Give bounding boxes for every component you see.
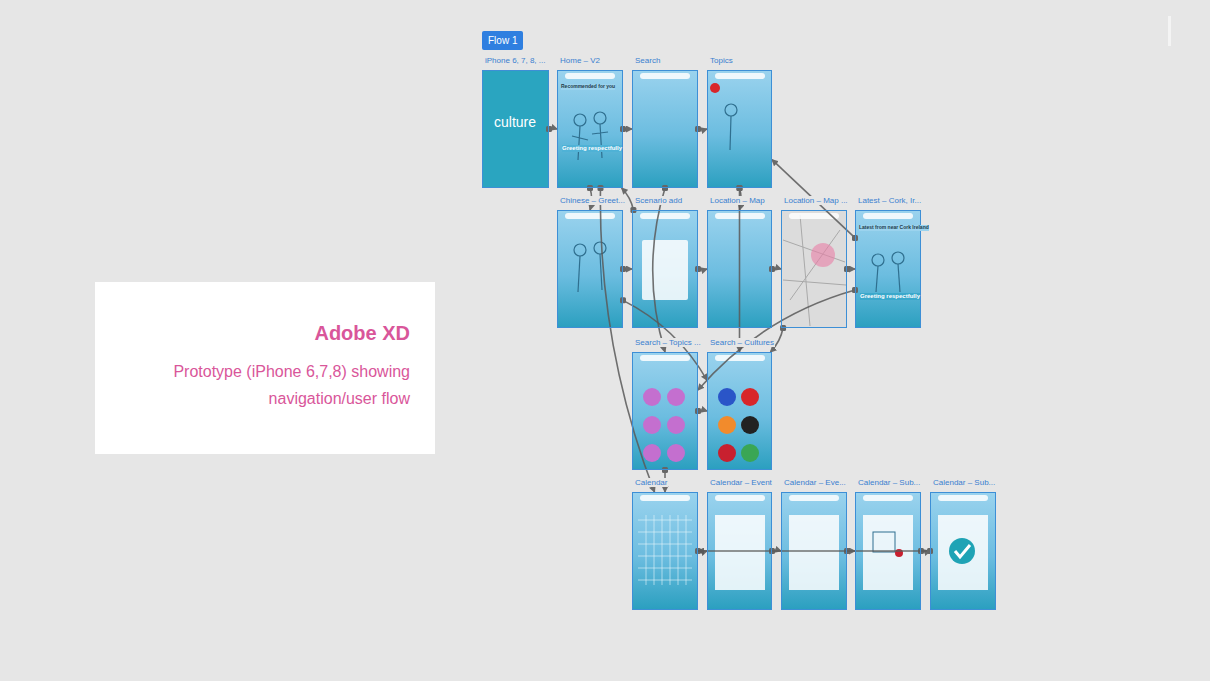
artboard-name: Search – Cultures <box>709 338 775 347</box>
wire-handle <box>546 126 552 132</box>
artboard-name: Topics <box>709 56 734 65</box>
artboard: Scenario add <box>632 210 698 328</box>
wire-handle <box>662 185 668 191</box>
panel-title: Adobe XD <box>314 322 410 345</box>
artboard-name: Calendar – Sub... <box>932 478 996 487</box>
screen-text: culture <box>494 114 536 130</box>
flow-wire <box>698 550 930 552</box>
artboard-name: Chinese – Greet... <box>559 196 626 205</box>
artboard-name: Scenario add <box>634 196 683 205</box>
artboard: Location – Map ... <box>781 210 847 328</box>
flow-wire <box>623 300 707 380</box>
panel-body: Prototype (iPhone 6,7,8) showing navigat… <box>170 358 410 412</box>
screen-text: Greeting respectfully <box>562 145 622 152</box>
artboard: iPhone 6, 7, 8, ...culture <box>482 70 549 188</box>
wire-handle <box>737 185 743 191</box>
artboard: Home – V2Recommended for youGreeting res… <box>557 70 623 188</box>
artboard-name: Calendar – Event <box>709 478 773 487</box>
artboard: Topics <box>707 70 772 188</box>
wire-handle <box>695 408 701 414</box>
wire-handle <box>662 467 668 473</box>
screen-text: Latest from near Cork Ireland <box>859 225 929 231</box>
artboard: Calendar – Sub... <box>930 492 996 610</box>
artboard: Chinese – Greet... <box>557 210 623 328</box>
wire-handle <box>620 266 626 272</box>
wire-handle <box>620 297 626 303</box>
artboard: Calendar – Eve... <box>781 492 847 610</box>
artboard-name: iPhone 6, 7, 8, ... <box>484 56 546 65</box>
wire-handle <box>695 266 701 272</box>
artboard-name: Search – Topics ... <box>634 338 702 347</box>
artboard: Search – Topics ... <box>632 352 698 470</box>
info-panel: Adobe XD Prototype (iPhone 6,7,8) showing… <box>95 282 435 454</box>
artboard-name: Search <box>634 56 661 65</box>
wire-handle <box>620 126 626 132</box>
artboard-name: Calendar – Eve... <box>783 478 847 487</box>
screen-text: Recommended for you <box>561 84 615 90</box>
artboard-name: Calendar – Sub... <box>857 478 921 487</box>
wire-handle <box>597 185 603 191</box>
flow-tag: Flow 1 <box>482 31 523 50</box>
flow-wire <box>698 290 855 390</box>
artboard: Search <box>632 70 698 188</box>
artboard-name: Calendar <box>634 478 668 487</box>
artboard: Search – Cultures <box>707 352 772 470</box>
screen-text: Greeting respectfully <box>860 293 920 300</box>
artboard: Latest – Cork, Ir...Latest from near Cor… <box>855 210 921 328</box>
wire-handle <box>769 266 775 272</box>
artboard: Calendar – Sub... <box>855 492 921 610</box>
artboard-name: Latest – Cork, Ir... <box>857 196 922 205</box>
wire-handle <box>844 266 850 272</box>
wire-handle <box>737 185 743 191</box>
artboard: Location – Map <box>707 210 772 328</box>
artboard: Calendar <box>632 492 698 610</box>
artboard-name: Home – V2 <box>559 56 601 65</box>
wire-handle <box>695 126 701 132</box>
artboard-name: Location – Map ... <box>783 196 849 205</box>
artboard-name: Location – Map <box>709 196 766 205</box>
wire-handle <box>587 185 593 191</box>
artboard: Calendar – Event <box>707 492 772 610</box>
flow-wire <box>772 160 855 238</box>
